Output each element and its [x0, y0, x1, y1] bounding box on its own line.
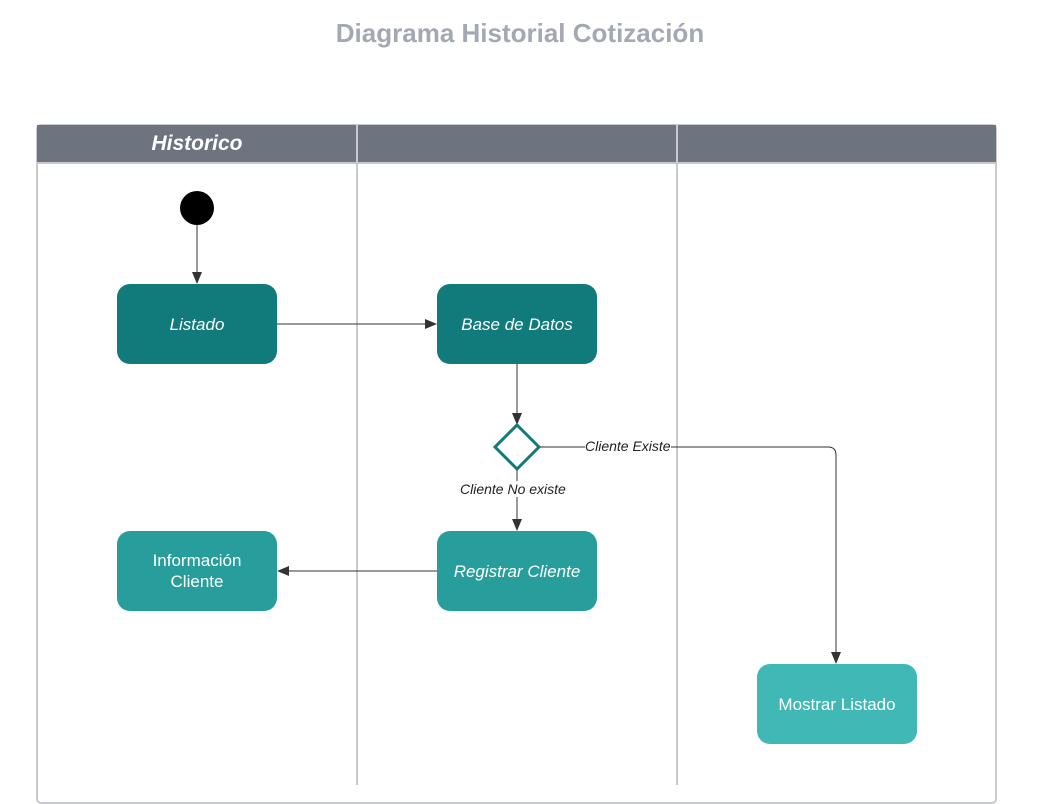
edge-label-cliente-existe: Cliente Existe	[585, 438, 671, 454]
decision-diamond	[492, 422, 542, 472]
lane-header-3	[677, 125, 996, 164]
lane-divider-2	[676, 125, 678, 785]
node-mostrar-listado: Mostrar Listado	[757, 664, 917, 744]
lane-header-historico: Historico	[37, 125, 357, 164]
diagram-title: Diagrama Historial Cotización	[335, 18, 705, 48]
edge-decision-to-mostrar	[540, 446, 841, 664]
edge-label-cliente-no-existe: Cliente No existe	[460, 481, 566, 497]
start-node	[180, 191, 214, 225]
lane-divider-1	[356, 125, 358, 785]
node-registrar-cliente: Registrar Cliente	[437, 531, 597, 611]
node-informacion-cliente: Información Cliente	[117, 531, 277, 611]
lane-header-2	[357, 125, 677, 164]
node-base-de-datos: Base de Datos	[437, 284, 597, 364]
node-listado: Listado	[117, 284, 277, 364]
connectors-layer	[180, 191, 841, 664]
